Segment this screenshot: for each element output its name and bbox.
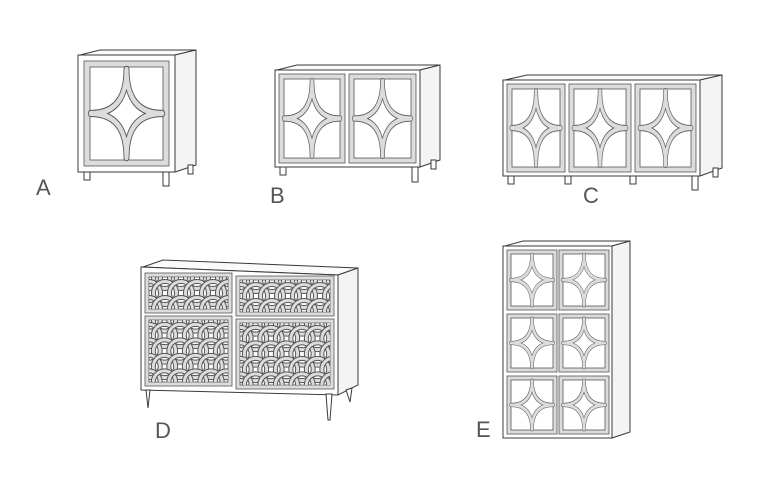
label-e: E bbox=[476, 417, 491, 442]
circle-pattern bbox=[149, 277, 330, 385]
cabinet-a bbox=[77, 49, 197, 187]
label-d: D bbox=[155, 418, 171, 443]
cabinet-d bbox=[140, 259, 359, 421]
label-b: B bbox=[270, 183, 285, 208]
cabinet-b bbox=[274, 64, 441, 183]
cabinet-c bbox=[502, 74, 723, 191]
label-c: C bbox=[583, 183, 599, 208]
cabinet-e bbox=[502, 240, 631, 439]
label-a: A bbox=[36, 175, 51, 200]
